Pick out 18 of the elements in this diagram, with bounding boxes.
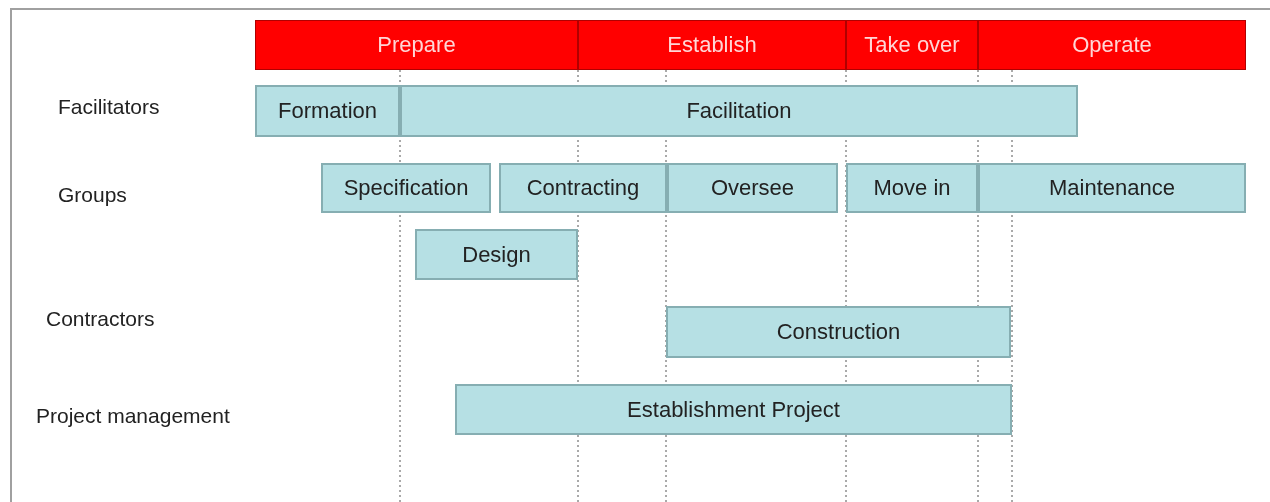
task-bar: Maintenance	[978, 163, 1246, 213]
task-bar: Design	[415, 229, 578, 280]
row-label: Groups	[58, 183, 127, 207]
task-bar: Oversee	[667, 163, 838, 213]
phase-bar: Take over	[846, 20, 978, 70]
phase-bar: Operate	[978, 20, 1246, 70]
phase-bar: Prepare	[255, 20, 578, 70]
row-label: Contractors	[46, 307, 155, 331]
task-bar: Contracting	[499, 163, 667, 213]
row-label: Facilitators	[58, 95, 160, 119]
task-bar: Construction	[666, 306, 1011, 358]
task-bar: Formation	[255, 85, 400, 137]
task-bar: Specification	[321, 163, 491, 213]
task-bar: Move in	[846, 163, 978, 213]
phase-bar: Establish	[578, 20, 846, 70]
row-label: Project management	[36, 404, 230, 428]
task-bar: Establishment Project	[455, 384, 1012, 435]
task-bar: Facilitation	[400, 85, 1078, 137]
